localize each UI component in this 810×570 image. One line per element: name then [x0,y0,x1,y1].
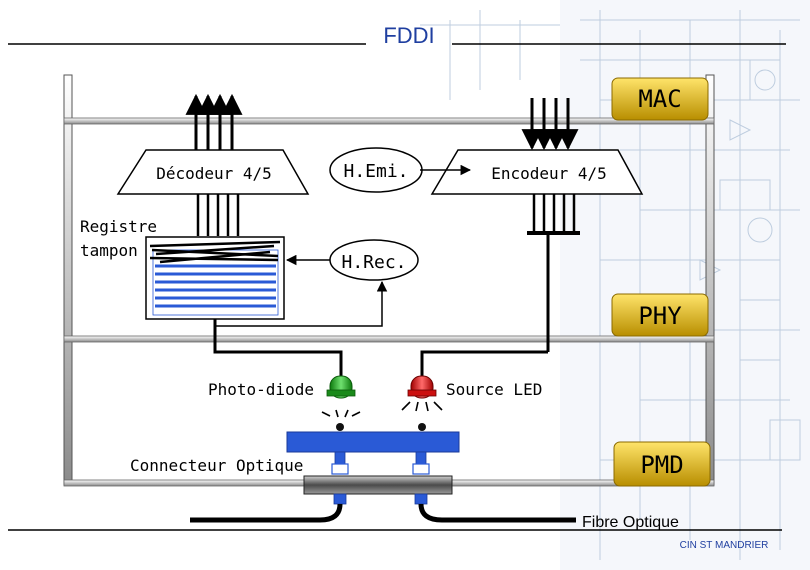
buffer-register [145,236,285,320]
buffer-label-line1: Registre [80,217,157,236]
photodiode-component [321,375,361,418]
photodiode-pin [336,423,344,431]
led-pin [418,423,426,431]
fiber-label: Fibre Optique [582,514,679,531]
mac-badge: MAC [611,77,709,121]
photodiode-label: Photo-diode [208,380,314,399]
phy-label: PHY [638,302,682,330]
pmd-badge: PMD [613,441,711,487]
source-led-label: Source LED [446,380,542,399]
encoder-bus [532,194,576,232]
h-emi-label: H.Emi. [343,161,408,182]
photodiode-wire [213,319,343,376]
pmd-label: PMD [640,451,683,479]
connector-label: Connecteur Optique [130,456,303,475]
source-led-component [401,375,443,412]
footer-credit: CIN ST MANDRIER [680,540,769,551]
encoder-input-arrows [521,98,579,151]
transceiver-board [286,431,460,453]
h-emi-clock: H.Emi. [329,147,423,193]
connector-ferrules [333,493,428,505]
decoder-label: Décodeur 4/5 [156,164,272,183]
h-rec-clock: H.Rec. [329,239,419,281]
decoder-output-arrows [185,93,243,150]
led-wire [420,350,548,376]
phy-badge: PHY [611,293,709,337]
buffer-label-line2: tampon [80,241,138,260]
h-rec-label: H.Rec. [341,252,406,273]
encoder-block: Encodeur 4/5 [430,149,644,195]
fiber-rx [190,503,343,523]
connector-pins [331,451,430,475]
encoder-label: Encodeur 4/5 [491,164,607,183]
fiber-tx [418,503,576,523]
optical-connector [303,475,453,495]
mac-label: MAC [638,85,681,113]
decoder-block: Décodeur 4/5 [116,149,310,195]
decoder-buffer-bus [196,194,240,236]
page-title: FDDI [383,23,434,48]
